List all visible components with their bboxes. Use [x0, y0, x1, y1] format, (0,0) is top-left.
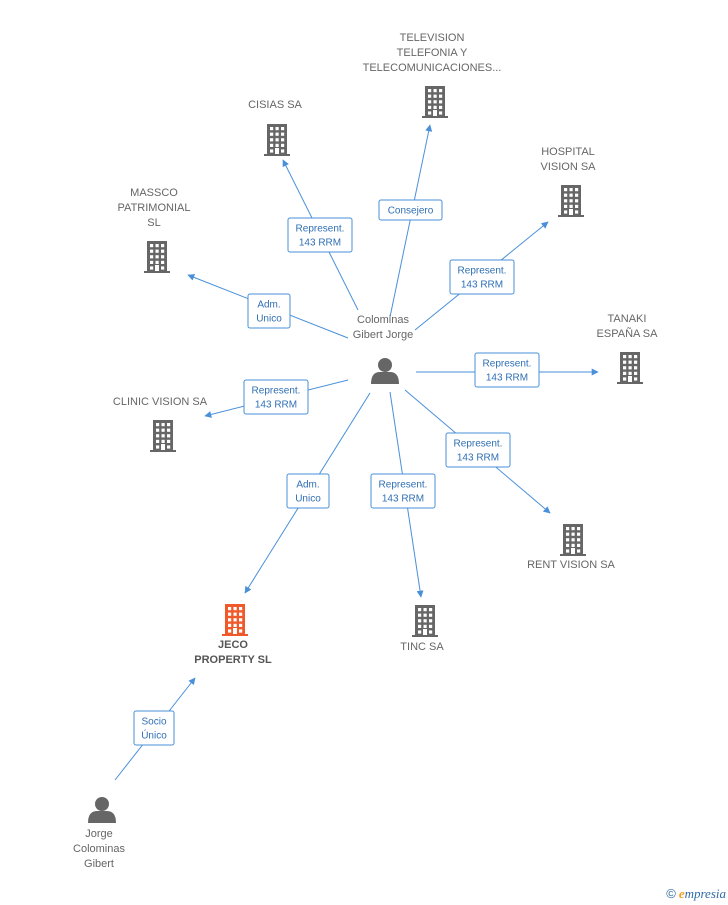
edge-colominas-tinc: Represent. 143 RRM [370, 391, 436, 598]
edge-label-box[interactable]: Consejero [378, 199, 443, 221]
edge-label-frame [133, 710, 175, 746]
edge-label-text: Unico [295, 494, 321, 505]
node-label: ESPAÑA SA [597, 327, 659, 340]
node-label: VISION SA [540, 161, 596, 173]
person-icon [88, 797, 116, 823]
edge-label-text: Adm. [296, 480, 319, 491]
node-label: CLINIC VISION SA [113, 396, 208, 408]
edge-label-text: 143 RRM [299, 238, 341, 249]
node-massco[interactable]: MASSCO PATRIMONIAL SL [118, 187, 191, 273]
node-label: Gibert Jorge [353, 329, 414, 341]
edge-label-box[interactable]: Represent. 143 RRM [474, 352, 540, 388]
edge-colominas-tanaki: Represent. 143 RRM [416, 352, 599, 388]
edge-label-box[interactable]: Adm. Unico [286, 473, 330, 509]
edge-label-text: Represent. [379, 480, 428, 491]
node-label: MASSCO [130, 187, 178, 199]
building-icon [264, 124, 290, 156]
edge-label-frame [378, 199, 443, 221]
edge-label-frame [286, 473, 330, 509]
edge-label-box[interactable]: Represent. 143 RRM [445, 432, 511, 468]
node-cisias[interactable]: CISIAS SA [248, 99, 303, 156]
building-icon [617, 352, 643, 384]
node-label: Jorge [85, 828, 113, 840]
node-hospital[interactable]: HOSPITAL VISION SA [540, 146, 596, 217]
node-label: RENT VISION SA [527, 559, 615, 571]
edge-label-frame [287, 217, 353, 253]
edge-colominas-hospital: Represent. 143 RRM [414, 221, 549, 331]
building-icon [222, 604, 248, 636]
edge-label-frame [370, 473, 436, 509]
node-label: Colominas [73, 843, 125, 855]
node-label: TINC SA [400, 641, 444, 653]
node-jeco[interactable]: JECO PROPERTY SL [194, 604, 272, 666]
edge-label-text: Represent. [458, 266, 507, 277]
edge-line [389, 124, 433, 318]
building-icon [144, 241, 170, 273]
edge-colominas-jeco: Adm. Unico [244, 392, 371, 594]
edge-colominas-rent: Represent. 143 RRM [404, 389, 551, 514]
brand-footer[interactable]: ©empresia [666, 886, 726, 902]
node-label: TELECOMUNICACIONES... [363, 62, 502, 74]
edge-label-text: Represent. [454, 439, 503, 450]
edge-label-frame [449, 259, 515, 295]
building-icon [560, 524, 586, 556]
node-label: JECO [218, 639, 248, 651]
building-icon [422, 86, 448, 118]
building-icon [150, 420, 176, 452]
edge-label-text: 143 RRM [255, 400, 297, 411]
person-icon [371, 358, 399, 384]
edge-label-frame [474, 352, 540, 388]
node-label: PATRIMONIAL [118, 202, 191, 214]
node-tinc[interactable]: TINC SA [400, 605, 444, 653]
node-clinic[interactable]: CLINIC VISION SA [113, 396, 208, 452]
edge-label-box[interactable]: Adm. Unico [247, 293, 291, 329]
building-icon [558, 185, 584, 217]
edge-colominas-massco: Adm. Unico [187, 274, 349, 339]
node-rent[interactable]: RENT VISION SA [527, 524, 616, 571]
edge-label-text: 143 RRM [382, 494, 424, 505]
edge-label-text: 143 RRM [461, 280, 503, 291]
edge-label-frame [243, 379, 309, 415]
edge-label-text: Unico [256, 314, 282, 325]
node-label: SL [147, 217, 160, 229]
edge-label-frame [247, 293, 291, 329]
node-label: TELEVISION [400, 32, 465, 44]
edge-label-text: Represent. [296, 224, 345, 235]
node-label: PROPERTY SL [194, 654, 272, 666]
node-label: Colominas [357, 314, 409, 326]
node-label: Gibert [84, 858, 114, 870]
edge-colominas-cisias: Represent. 143 RRM [282, 159, 359, 311]
edge-label-text: Represent. [483, 359, 532, 370]
brand-initial: e [678, 886, 685, 901]
node-television[interactable]: TELEVISION TELEFONIA Y TELECOMUNICACIONES.… [363, 32, 502, 118]
edge-colominas-television: Consejero [378, 124, 443, 318]
node-label: TELEFONIA Y [397, 47, 468, 59]
edge-label-text: Adm. [257, 300, 280, 311]
edge-label-box[interactable]: Represent. 143 RRM [370, 473, 436, 509]
edge-label-text: Socio [141, 717, 166, 728]
edge-label-frame [445, 432, 511, 468]
edge-label-text: Consejero [388, 206, 434, 217]
edge-label-text: 143 RRM [486, 373, 528, 384]
brand-name: mpresia [684, 886, 726, 901]
node-label: HOSPITAL [541, 146, 595, 158]
edge-colominas-clinic: Represent. 143 RRM [204, 379, 349, 418]
node-label: CISIAS SA [248, 99, 302, 111]
edge-label-box[interactable]: Represent. 143 RRM [449, 259, 515, 295]
building-icon [412, 605, 438, 637]
edge-label-text: 143 RRM [457, 453, 499, 464]
copyright-icon: © [666, 886, 676, 901]
edge-label-box[interactable]: Represent. 143 RRM [243, 379, 309, 415]
node-tanaki[interactable]: TANAKI ESPAÑA SA [597, 313, 659, 384]
edge-label-text: Único [141, 729, 167, 742]
edge-label-text: Represent. [252, 386, 301, 397]
node-label: TANAKI [608, 313, 647, 325]
edge-label-box[interactable]: Represent. 143 RRM [287, 217, 353, 253]
